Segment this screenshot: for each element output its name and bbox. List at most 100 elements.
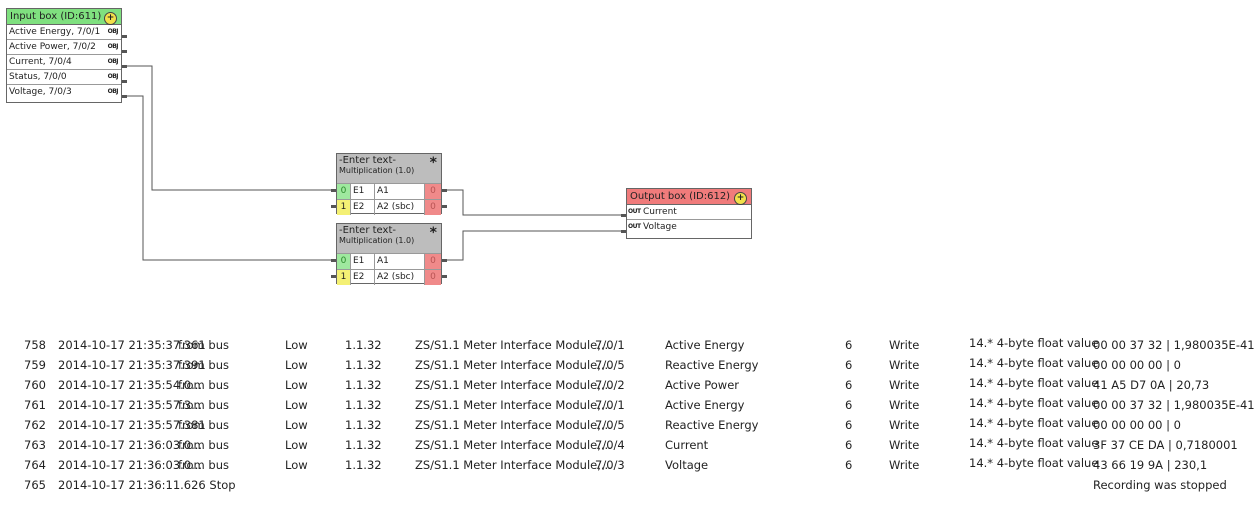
output-pin[interactable] [122, 50, 127, 53]
log-dpt: 14.* 4-byte float value [969, 436, 1099, 450]
star-icon[interactable]: * [429, 155, 437, 171]
input-value[interactable]: 1 [337, 200, 351, 215]
log-priority: Low [285, 418, 308, 432]
output-pin[interactable] [122, 95, 127, 98]
star-icon[interactable]: * [429, 225, 437, 241]
log-number: 760 [24, 378, 46, 392]
output-pin[interactable] [442, 275, 447, 278]
log-time: 2014-10-17 21:36:03.0... [58, 458, 203, 472]
log-source-address: 1.1.32 [345, 378, 382, 392]
log-row[interactable]: 764 2014-10-17 21:36:03.0... from bus Lo… [0, 456, 1259, 478]
output-box[interactable]: Output box (ID:612) + OUT Current OUT Vo… [626, 188, 752, 239]
output-row-voltage[interactable]: OUT Voltage [627, 220, 751, 235]
log-type: Write [889, 438, 920, 452]
log-group-address: 7/0/5 [595, 358, 625, 372]
input-value[interactable]: 1 [337, 270, 351, 285]
log-name: Reactive Energy [665, 358, 759, 372]
add-icon[interactable]: + [734, 192, 747, 205]
output-value[interactable]: 0 [425, 254, 441, 269]
input-row-active-power[interactable]: Active Power, 7/0/2 OBJ [7, 40, 121, 55]
obj-tag: OBJ [107, 58, 119, 65]
input-pin[interactable] [621, 214, 626, 217]
log-data: 3F 37 CE DA | 0,7180001 [1093, 438, 1238, 452]
input-row-label: Active Power, 7/0/2 [9, 42, 96, 52]
log-priority: Low [285, 458, 308, 472]
log-number: 763 [24, 438, 46, 452]
log-time: 2014-10-17 21:35:54.0... [58, 378, 203, 392]
log-name: Active Energy [665, 398, 745, 412]
log-data: 00 00 00 00 | 0 [1093, 358, 1182, 372]
input-box[interactable]: Input box (ID:611) + Active Energy, 7/0/… [6, 8, 122, 103]
input-pin[interactable] [331, 189, 336, 192]
block-header: -Enter text- Multiplication (1.0) * [337, 224, 441, 253]
input-value[interactable]: 0 [337, 184, 351, 199]
input-pin[interactable] [621, 230, 626, 233]
log-row[interactable]: 765 2014-10-17 21:36:11.626 Stop Recordi… [0, 478, 1259, 498]
log-name: Active Power [665, 378, 739, 392]
log-data: Recording was stopped [1093, 478, 1227, 492]
log-row[interactable]: 761 2014-10-17 21:35:57.3... from bus Lo… [0, 396, 1259, 418]
log-priority: Low [285, 398, 308, 412]
log-source-address: 1.1.32 [345, 438, 382, 452]
log-dpt: 14.* 4-byte float value [969, 356, 1099, 370]
multiplication-block-2[interactable]: -Enter text- Multiplication (1.0) * 0 E1… [336, 223, 442, 285]
output-pin[interactable] [122, 65, 127, 68]
log-number: 761 [24, 398, 46, 412]
input-pin[interactable] [331, 275, 336, 278]
log-group-address: 7/0/4 [595, 438, 625, 452]
log-dpt: 14.* 4-byte float value [969, 396, 1099, 410]
log-device: ZS/S1.1 Meter Interface Module,... [415, 358, 612, 372]
log-number: 764 [24, 458, 46, 472]
log-hops: 6 [845, 458, 853, 472]
log-dpt: 14.* 4-byte float value [969, 456, 1099, 470]
log-hops: 6 [845, 358, 853, 372]
input-row-current[interactable]: Current, 7/0/4 OBJ [7, 55, 121, 70]
output-pin[interactable] [442, 189, 447, 192]
input-pin[interactable] [331, 259, 336, 262]
log-row[interactable]: 759 2014-10-17 21:35:37.391 from bus Low… [0, 356, 1259, 378]
log-row[interactable]: 763 2014-10-17 21:36:03.0... from bus Lo… [0, 436, 1259, 458]
log-data: 00 00 37 32 | 1,980035E-41 [1093, 338, 1255, 352]
log-type: Write [889, 418, 920, 432]
log-type: Write [889, 358, 920, 372]
block-row-1: 0 E1 A1 0 [337, 183, 441, 199]
output-value[interactable]: 0 [425, 270, 441, 285]
input-name: E1 [351, 184, 375, 199]
log-dpt: 14.* 4-byte float value [969, 336, 1099, 350]
add-icon[interactable]: + [104, 12, 117, 25]
log-hops: 6 [845, 378, 853, 392]
block-row-2: 1 E2 A2 (sbc) 0 [337, 199, 441, 215]
output-value[interactable]: 0 [425, 184, 441, 199]
output-value[interactable]: 0 [425, 200, 441, 215]
block-row-1: 0 E1 A1 0 [337, 253, 441, 269]
log-data: 41 A5 D7 0A | 20,73 [1093, 378, 1210, 392]
input-pin[interactable] [331, 205, 336, 208]
output-pin[interactable] [442, 205, 447, 208]
output-pin[interactable] [122, 80, 127, 83]
log-device: ZS/S1.1 Meter Interface Module,... [415, 378, 612, 392]
multiplication-block-1[interactable]: -Enter text- Multiplication (1.0) * 0 E1… [336, 153, 442, 215]
output-pin[interactable] [442, 259, 447, 262]
log-row[interactable]: 760 2014-10-17 21:35:54.0... from bus Lo… [0, 376, 1259, 398]
log-device: ZS/S1.1 Meter Interface Module,... [415, 458, 612, 472]
output-row-current[interactable]: OUT Current [627, 205, 751, 220]
out-tag: OUT [628, 208, 641, 215]
output-pin[interactable] [122, 35, 127, 38]
log-device: ZS/S1.1 Meter Interface Module,... [415, 418, 612, 432]
wire-current-to-e1 [127, 65, 331, 191]
input-value[interactable]: 0 [337, 254, 351, 269]
log-group-address: 7/0/5 [595, 418, 625, 432]
log-dpt: 14.* 4-byte float value [969, 376, 1099, 390]
wire-a1-to-current [447, 189, 622, 216]
input-row-status[interactable]: Status, 7/0/0 OBJ [7, 70, 121, 85]
log-name: Reactive Energy [665, 418, 759, 432]
input-row-voltage[interactable]: Voltage, 7/0/3 OBJ [7, 85, 121, 100]
log-priority: Low [285, 438, 308, 452]
log-group-address: 7/0/1 [595, 398, 625, 412]
input-row-active-energy[interactable]: Active Energy, 7/0/1 OBJ [7, 25, 121, 40]
log-row[interactable]: 758 2014-10-17 21:35:37.361 from bus Low… [0, 336, 1259, 358]
log-source-address: 1.1.32 [345, 338, 382, 352]
log-row[interactable]: 762 2014-10-17 21:35:57.381 from bus Low… [0, 416, 1259, 438]
log-time: 2014-10-17 21:36:11.626 Stop [58, 478, 236, 492]
input-name: E1 [351, 254, 375, 269]
